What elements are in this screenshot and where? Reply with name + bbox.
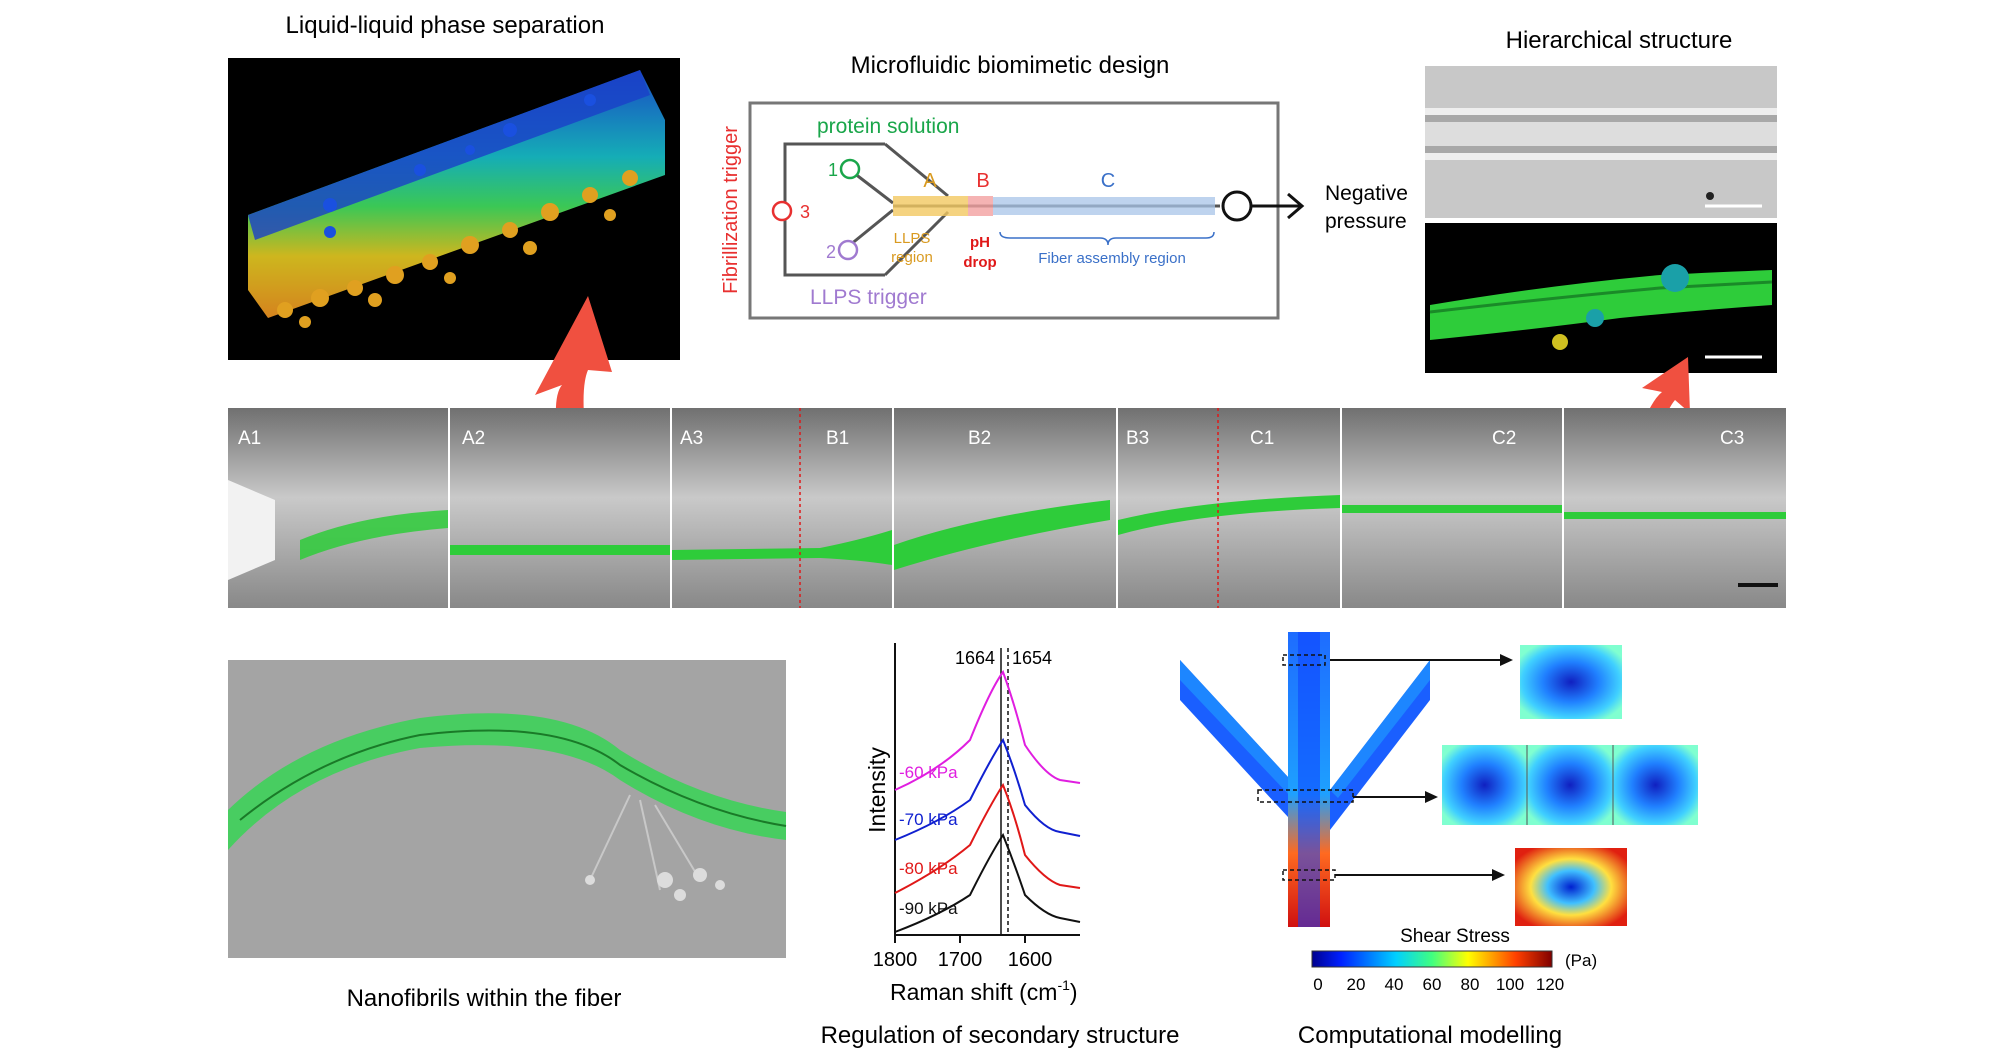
colorbar-tick-100: 100 — [1496, 975, 1524, 994]
colorbar-tick-0: 0 — [1313, 975, 1322, 994]
raman-xlabel: Raman shift (cm-1) — [890, 977, 1078, 1005]
raman-series-70 — [894, 737, 1081, 841]
region-c-label: C — [1101, 170, 1115, 192]
inlet-2-label: 2 — [826, 242, 836, 262]
llps-region-label-2: region — [891, 249, 933, 266]
llps-3d-image — [228, 58, 680, 360]
strip-label-b3: B3 — [1126, 428, 1149, 449]
inlet-1-label: 1 — [828, 160, 838, 180]
negative-pressure-label-2: pressure — [1325, 210, 1407, 233]
colorbar-unit: (Pa) — [1565, 951, 1597, 970]
region-b-label: B — [976, 170, 989, 192]
raman-ylabel: Intensity — [864, 747, 890, 833]
nanofibrils-title: Nanofibrils within the fiber — [347, 985, 622, 1012]
raman-series-60 — [894, 669, 1081, 791]
strip-label-b1: B1 — [826, 428, 849, 449]
strip-label-a2: A2 — [462, 428, 485, 449]
raman-peak-1654: 1654 — [1012, 648, 1052, 668]
colorbar-title: Shear Stress — [1400, 926, 1510, 947]
raman-tick-1600: 1600 — [1008, 949, 1053, 971]
llps-title: Liquid-liquid phase separation — [286, 12, 605, 39]
colorbar-tick-80: 80 — [1461, 975, 1480, 994]
strip-label-c2: C2 — [1492, 428, 1516, 449]
fibrillization-trigger-label: Fibrillization trigger — [720, 126, 742, 294]
colorbar-tick-20: 20 — [1347, 975, 1366, 994]
colorbar-tick-120: 120 — [1536, 975, 1564, 994]
negative-pressure-label-1: Negative — [1325, 182, 1408, 205]
protein-solution-label: protein solution — [817, 115, 959, 138]
hierarchical-3d-image — [1425, 223, 1777, 373]
colorbar-tick-40: 40 — [1385, 975, 1404, 994]
strip-label-c1: C1 — [1250, 428, 1274, 449]
hierarchical-title: Hierarchical structure — [1506, 27, 1733, 54]
raman-series-80 — [894, 782, 1081, 894]
raman-title: Regulation of secondary structure — [821, 1022, 1180, 1049]
strip-label-a3: A3 — [680, 428, 703, 449]
fiber-assembly-label: Fiber assembly region — [1038, 250, 1186, 267]
raman-series-90 — [894, 832, 1081, 933]
raman-tick-1700: 1700 — [938, 949, 983, 971]
micro-title: Microfluidic biomimetic design — [851, 52, 1170, 79]
llps-trigger-label: LLPS trigger — [810, 286, 927, 309]
strip-label-a1: A1 — [238, 428, 261, 449]
raman-peak-1664: 1664 — [955, 648, 995, 668]
raman-legend-60: -60 kPa — [899, 763, 958, 782]
nanofibril-image — [228, 660, 787, 958]
raman-legend-70: -70 kPa — [899, 810, 958, 829]
channel-simulation — [1180, 632, 1698, 927]
computational-title: Computational modelling — [1298, 1022, 1562, 1049]
strip-label-b2: B2 — [968, 428, 991, 449]
inlet-3-label: 3 — [800, 202, 810, 222]
microfluidic-diagram: protein solution 1 2 3 A B C LLPS region… — [720, 101, 1408, 320]
raman-legend-80: -80 kPa — [899, 859, 958, 878]
region-a-label: A — [923, 170, 937, 192]
microscopy-strip — [228, 408, 1786, 608]
strip-label-c3: C3 — [1720, 428, 1744, 449]
ph-drop-label-1: pH — [970, 234, 990, 251]
colorbar — [1311, 950, 1553, 968]
colorbar-tick-60: 60 — [1423, 975, 1442, 994]
ph-drop-label-2: drop — [963, 254, 996, 271]
raman-legend-90: -90 kPa — [899, 899, 958, 918]
raman-tick-1800: 1800 — [873, 949, 918, 971]
hierarchical-bright-image — [1425, 66, 1777, 218]
raman-chart — [894, 643, 1081, 943]
llps-region-label-1: LLPS — [894, 230, 931, 247]
